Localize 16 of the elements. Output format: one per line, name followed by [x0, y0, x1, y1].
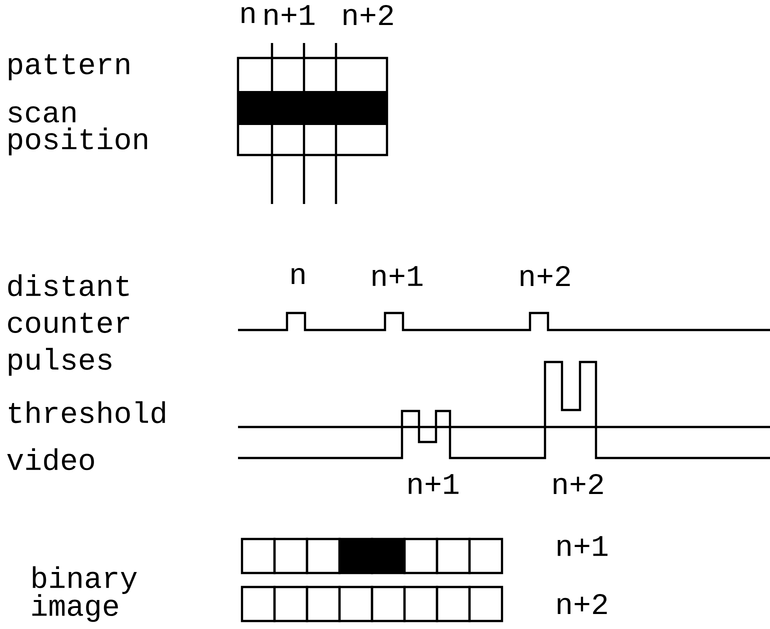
- text-label: scan position: [8, 106, 148, 156]
- text-label: n: [292, 268, 304, 284]
- text-label: distant counter pulses: [8, 274, 130, 376]
- text-label: n+2: [344, 5, 393, 25]
- text-label: n+1: [408, 474, 458, 494]
- text-label: n+2: [554, 474, 603, 494]
- text-label: pattern: [8, 54, 130, 80]
- text-label: video: [7, 448, 94, 470]
- text-label: binary image: [32, 566, 137, 622]
- text-label: n: [242, 6, 254, 24]
- text-label: n+2: [558, 594, 607, 614]
- text-label: n+2: [520, 266, 570, 286]
- text-label: threshold: [8, 401, 165, 424]
- text-label: n+1: [558, 536, 608, 556]
- text-label: n+1: [372, 266, 422, 286]
- text-label: n+1: [264, 5, 314, 25]
